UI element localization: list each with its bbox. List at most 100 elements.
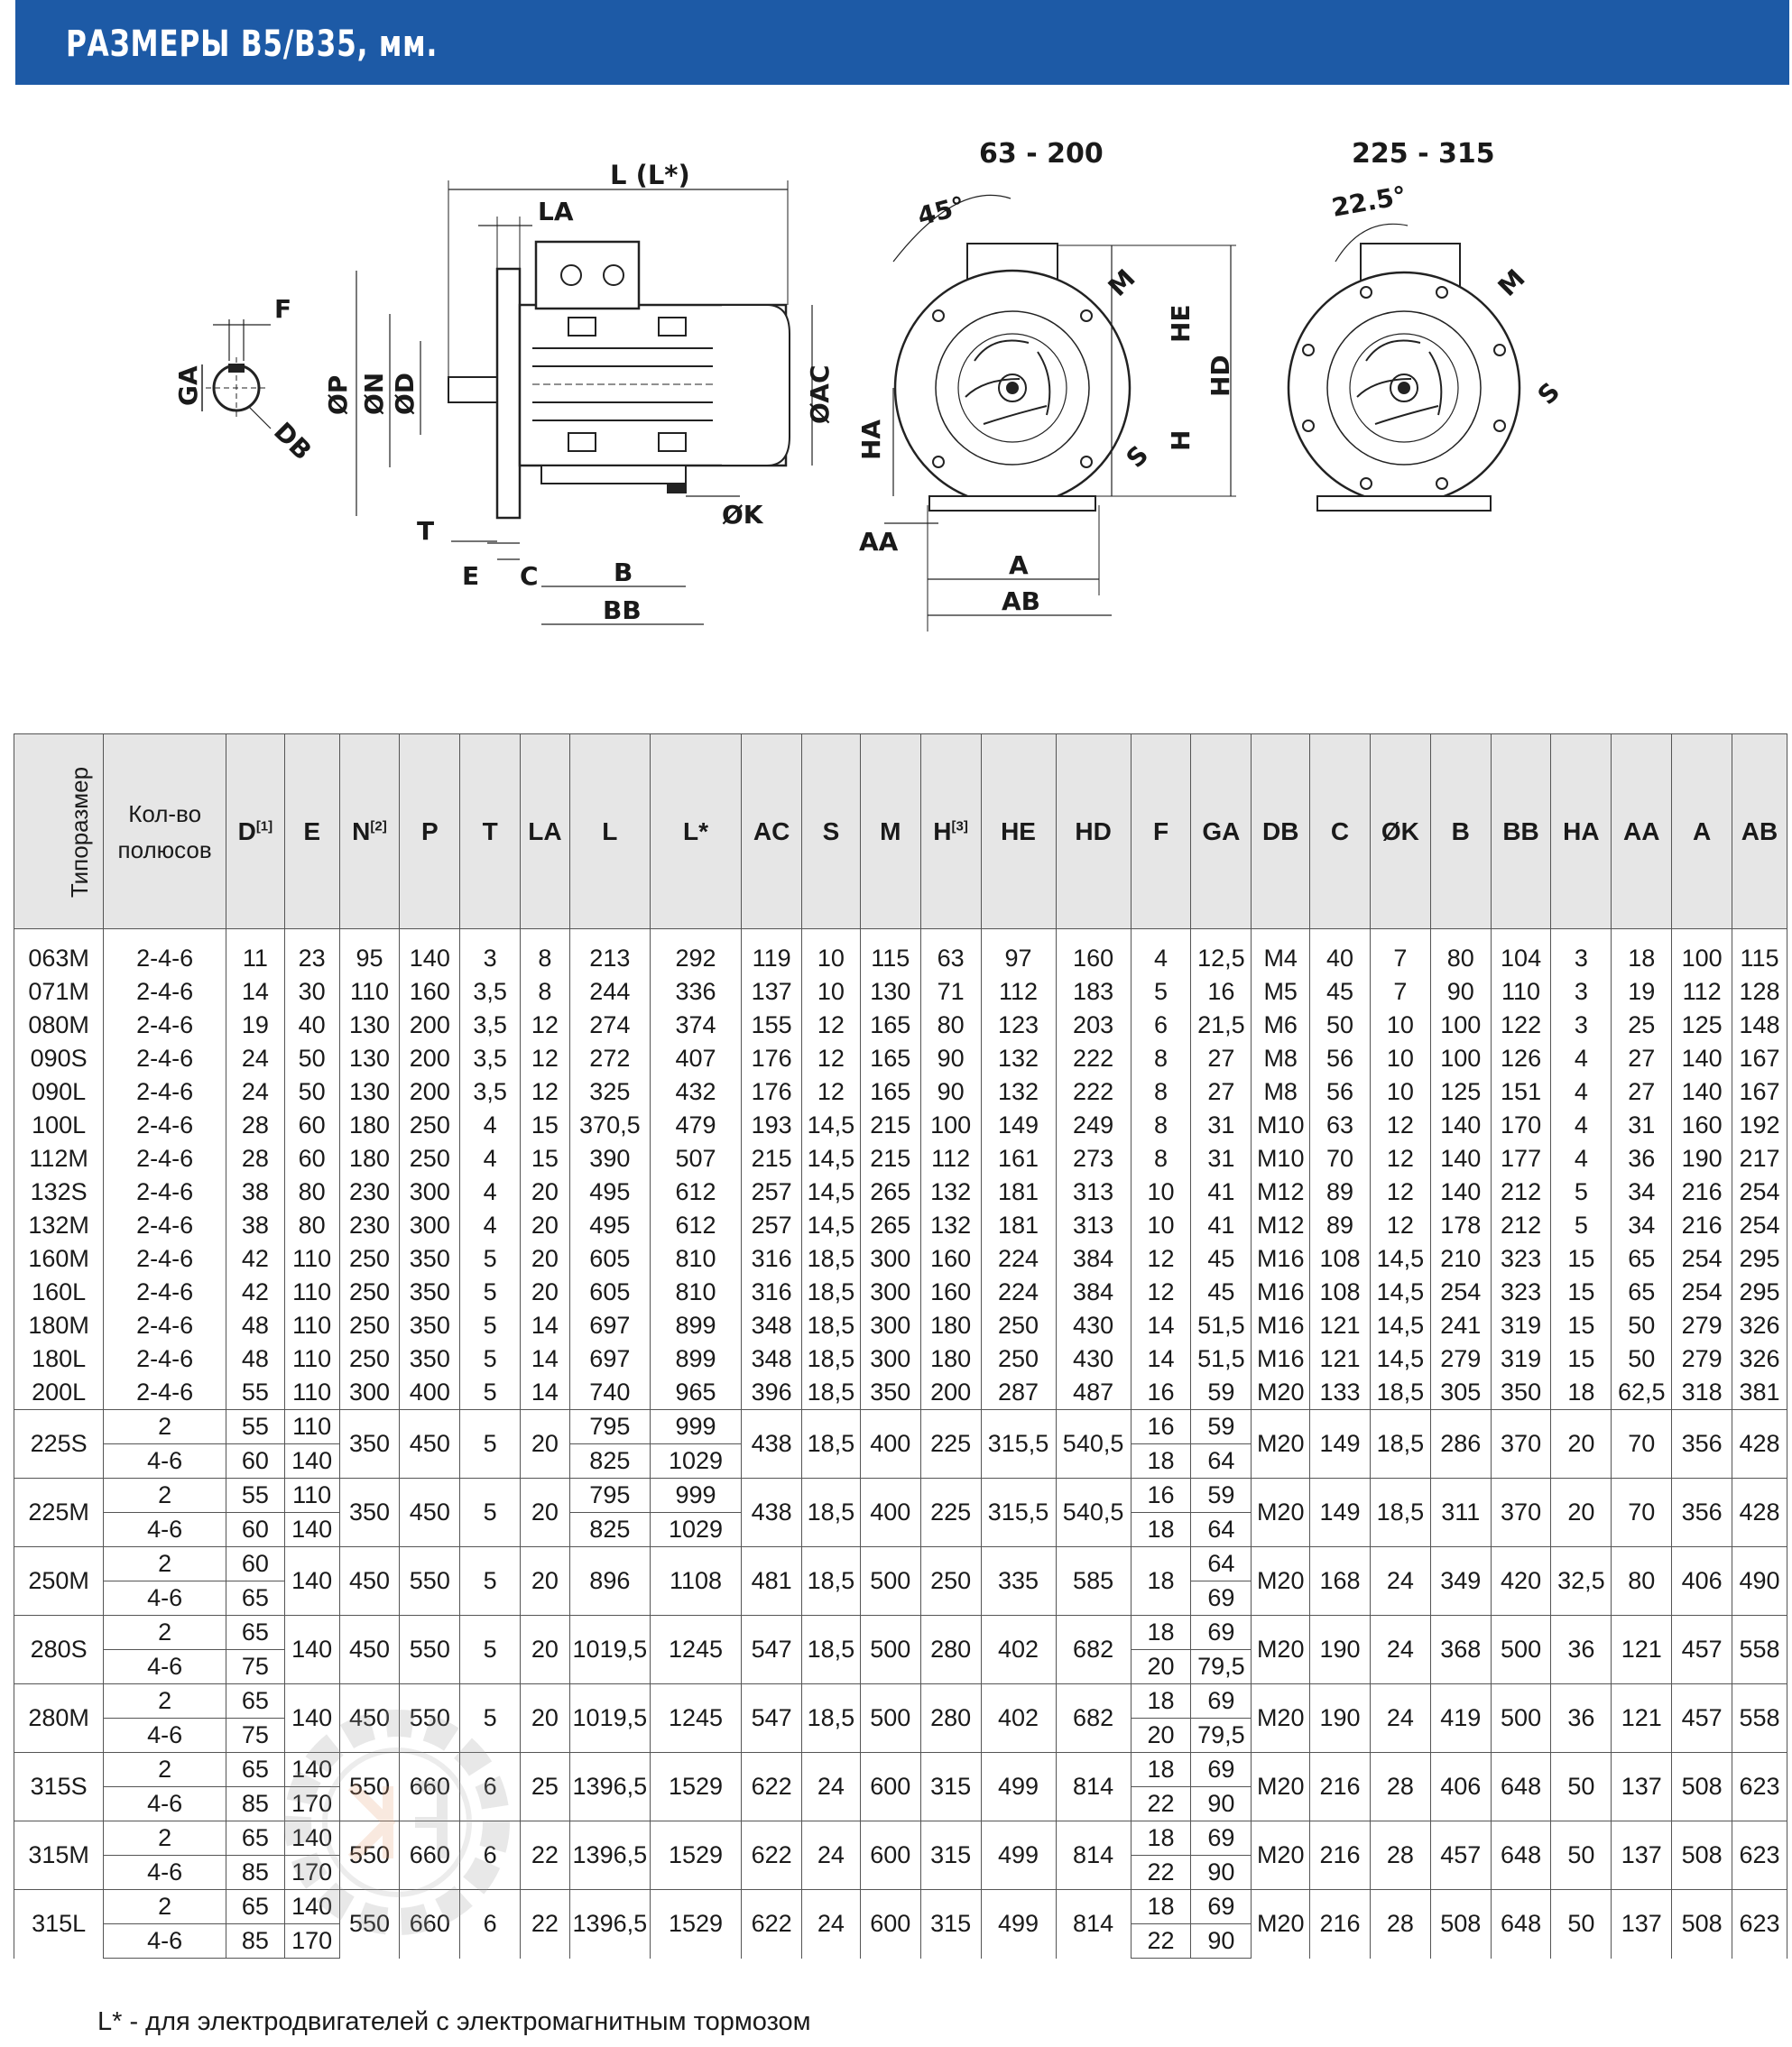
cell-b: 279	[1429, 1342, 1492, 1376]
label-angle-b: 22.5°	[1329, 180, 1409, 223]
cell-size: 280S	[13, 1615, 105, 1684]
cell-s: 14,5	[801, 1109, 861, 1142]
cell-aa: 137	[1611, 1752, 1673, 1821]
cell-d: 85	[225, 1786, 285, 1821]
cell-ga: 64	[1190, 1443, 1252, 1479]
cell-m: 300	[859, 1309, 921, 1342]
cell-ac: 396	[741, 1376, 803, 1410]
cell-n: 110	[338, 975, 401, 1009]
cell-c: 108	[1309, 1242, 1371, 1276]
cell-ga: 90	[1190, 1923, 1252, 1959]
cell-ga: 69	[1190, 1615, 1252, 1650]
cell-s: 24	[801, 1821, 861, 1890]
cell-m: 215	[859, 1142, 921, 1176]
cell-l: 1396,5	[568, 1752, 651, 1821]
cell-b: 241	[1429, 1309, 1492, 1342]
cell-n: 180	[338, 1109, 401, 1142]
cell-size: 132S	[13, 1176, 105, 1209]
cell-c: 63	[1309, 1109, 1371, 1142]
cell-s: 12	[801, 1009, 861, 1042]
cell-aa: 65	[1611, 1242, 1673, 1276]
cell-d: 42	[225, 1276, 285, 1309]
cell-bb: 212	[1490, 1209, 1552, 1242]
cell-he: 181	[980, 1209, 1057, 1242]
cell-a: 216	[1671, 1209, 1733, 1242]
cell-h: 160	[919, 1276, 982, 1309]
cell-d: 85	[225, 1855, 285, 1890]
cell-la: 8	[520, 928, 570, 975]
cell-he: 149	[980, 1109, 1057, 1142]
cell-ab: 167	[1732, 1075, 1787, 1109]
cell-s: 10	[801, 975, 861, 1009]
cell-poles: 4-6	[103, 1581, 226, 1616]
cell-ab: 167	[1732, 1042, 1787, 1075]
cell-lstar: 1029	[649, 1443, 743, 1479]
cell-lstar: 612	[649, 1209, 743, 1242]
cell-lstar: 965	[649, 1376, 743, 1410]
cell-ga: 69	[1190, 1752, 1252, 1787]
cell-he: 499	[980, 1889, 1057, 1959]
cell-e: 140	[283, 1546, 340, 1616]
cell-lstar: 810	[649, 1276, 743, 1309]
cell-aa: 80	[1611, 1546, 1673, 1616]
cell-hd: 814	[1055, 1821, 1132, 1890]
header-k: ØK	[1369, 733, 1431, 929]
cell-db: M20	[1251, 1615, 1311, 1684]
cell-lstar: 374	[649, 1009, 743, 1042]
cell-h: 315	[919, 1752, 982, 1821]
cell-a: 318	[1671, 1376, 1733, 1410]
cell-hd: 540,5	[1055, 1478, 1132, 1547]
cell-lstar: 479	[649, 1109, 743, 1142]
cell-lstar: 999	[649, 1409, 743, 1444]
cell-p: 300	[399, 1209, 461, 1242]
cell-ab: 428	[1732, 1478, 1787, 1547]
cell-c: 216	[1309, 1889, 1371, 1959]
cell-m: 130	[859, 975, 921, 1009]
cell-e: 50	[283, 1075, 340, 1109]
cell-hd: 585	[1055, 1546, 1132, 1616]
cell-k: 7	[1369, 928, 1431, 975]
cell-d: 55	[225, 1478, 285, 1513]
cell-k: 12	[1369, 1109, 1431, 1142]
cell-ga: 31	[1190, 1142, 1252, 1176]
cell-he: 224	[980, 1276, 1057, 1309]
cell-h: 225	[919, 1409, 982, 1479]
cell-ha: 5	[1550, 1209, 1612, 1242]
cell-d: 19	[225, 1009, 285, 1042]
cell-c: 56	[1309, 1075, 1371, 1109]
cell-e: 170	[283, 1786, 340, 1821]
header-he: HE	[980, 733, 1057, 929]
label-k: ØK	[722, 500, 764, 530]
cell-b: 80	[1429, 928, 1492, 975]
header-la: LA	[520, 733, 570, 929]
cell-d: 60	[225, 1443, 285, 1479]
header-poles: Кол-во полюсов	[103, 733, 226, 929]
cell-poles: 2	[103, 1821, 226, 1856]
cell-ac: 215	[741, 1142, 803, 1176]
cell-d: 85	[225, 1923, 285, 1959]
cell-aa: 19	[1611, 975, 1673, 1009]
cell-poles: 2-4-6	[103, 1242, 226, 1276]
cell-lstar: 336	[649, 975, 743, 1009]
cell-lstar: 899	[649, 1342, 743, 1376]
cell-c: 216	[1309, 1752, 1371, 1821]
cell-m: 600	[859, 1752, 921, 1821]
cell-d: 42	[225, 1242, 285, 1276]
header-bb: BB	[1490, 733, 1552, 929]
cell-p: 250	[399, 1109, 461, 1142]
cell-ga: 69	[1190, 1683, 1252, 1719]
label-f: F	[274, 294, 291, 324]
cell-t: 3,5	[459, 1075, 522, 1109]
cell-db: M20	[1251, 1889, 1311, 1959]
cell-ab: 148	[1732, 1009, 1787, 1042]
cell-he: 315,5	[980, 1478, 1057, 1547]
cell-hd: 273	[1055, 1142, 1132, 1176]
cell-ha: 36	[1550, 1683, 1612, 1753]
cell-f: 20	[1130, 1649, 1192, 1684]
cell-p: 550	[399, 1683, 461, 1753]
cell-e: 60	[283, 1109, 340, 1142]
cell-ha: 4	[1550, 1109, 1612, 1142]
